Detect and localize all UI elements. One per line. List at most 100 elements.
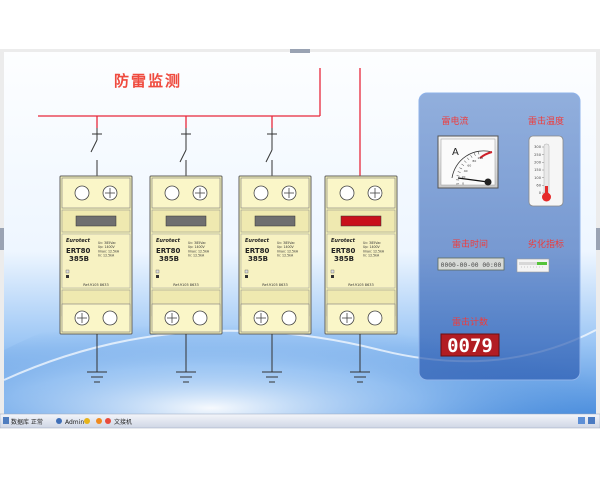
app-label[interactable]: 文接机 — [114, 418, 132, 426]
thermometer-tick-label: 0 — [539, 191, 542, 195]
db-status-icon — [3, 417, 9, 424]
time-display-box — [437, 257, 505, 271]
spec-line: Up: 1400V — [98, 245, 116, 249]
terminal-screw — [102, 310, 118, 326]
spec-line: Imax: 12.5kA — [363, 249, 385, 253]
disconnect-switch — [265, 128, 277, 176]
tray-icon-2[interactable] — [588, 417, 595, 424]
terminal-screw — [281, 185, 297, 201]
model-label: ERT80 — [245, 247, 270, 255]
terminal-screw — [102, 185, 118, 201]
ground-icon — [350, 334, 370, 383]
user-name[interactable]: Admin — [65, 419, 84, 426]
model-label: ERT80 — [331, 247, 356, 255]
degradation-fill — [537, 262, 547, 265]
model-label: ERT80 — [156, 247, 181, 255]
rating-label: 385B — [334, 255, 354, 263]
settings-icon[interactable] — [96, 418, 102, 424]
status-window — [75, 215, 117, 227]
terminal-screw — [367, 185, 383, 201]
thermometer-tick-label: 100 — [534, 176, 542, 180]
alarm-icon[interactable] — [105, 418, 111, 424]
ref-label: Ref.9105 8633 — [348, 283, 373, 287]
spec-line: Up: 1400V — [277, 245, 295, 249]
ground-icon — [262, 334, 282, 383]
gauge-tick-label: 20 — [462, 175, 466, 179]
terminal-screw — [74, 185, 90, 201]
user-icon[interactable] — [56, 418, 62, 424]
ref-label: Ref.9105 8633 — [262, 283, 287, 287]
brand-label: Eurotect — [245, 238, 270, 244]
gauge-unit: A — [452, 147, 459, 158]
terminal-screw — [192, 310, 208, 326]
spec-line: Imax: 12.5kA — [188, 249, 210, 253]
gauge-tick-label: 40 — [464, 169, 468, 173]
time-display: 0000-00-00 00:00 — [441, 262, 502, 269]
thermometer-tick-label: 250 — [534, 153, 542, 157]
terminal-screw — [253, 310, 269, 326]
model-label: ERT80 — [66, 247, 91, 255]
terminal-screw — [164, 185, 180, 201]
spec-line: In: 12.5kA — [277, 254, 294, 258]
strike-count-label: 雷击计数 — [452, 316, 488, 328]
taskbar: 数据库 正常 Admin 文接机 — [0, 413, 600, 429]
spec-line: In: 12.5kA — [188, 254, 205, 258]
ref-label: Ref.9105 8633 — [83, 283, 108, 287]
terminal-screw — [367, 310, 383, 326]
terminal-screw — [339, 185, 355, 201]
thermometer-fill — [545, 186, 548, 196]
tray-icon[interactable] — [578, 417, 585, 424]
spec-line: In: 12.5kA — [98, 254, 115, 258]
rating-label: 385B — [69, 255, 89, 263]
rating-label: 385B — [248, 255, 268, 263]
strike-counter-box — [440, 333, 500, 357]
page-title: 防雷监测 — [114, 72, 182, 90]
ground-icon — [176, 334, 196, 383]
thermometer-tick-label: 200 — [534, 161, 542, 165]
warning-icon[interactable] — [84, 418, 90, 424]
terminal-screw — [281, 310, 297, 326]
gauge-tick-label: 0 — [462, 182, 464, 186]
degradation-label: 劣化指标 — [528, 238, 564, 250]
spec-line: Up: 1400V — [363, 245, 381, 249]
gauge-tick-label: 60 — [467, 163, 471, 167]
spec-line: Uc: 385Vac — [363, 241, 381, 245]
gauge-tick-label: 80 — [472, 159, 476, 163]
terminal-screw — [339, 310, 355, 326]
db-status-text: 数据库 正常 — [11, 418, 43, 426]
top-grip[interactable] — [290, 49, 310, 53]
brand-label: Eurotect — [66, 238, 91, 244]
thermometer-tick-label: 60 — [536, 184, 541, 188]
spec-line: In: 12.5kA — [363, 254, 380, 258]
spec-line: Uc: 385Vac — [277, 241, 295, 245]
terminal-screw — [192, 185, 208, 201]
wiring — [38, 68, 361, 176]
terminal-screw — [253, 185, 269, 201]
brand-label: Eurotect — [156, 238, 181, 244]
time-label: 雷击时间 — [452, 238, 488, 250]
strike-counter: 0079 — [447, 335, 493, 357]
disconnect-switch — [179, 128, 191, 176]
terminal-screw — [74, 310, 90, 326]
right-grip[interactable] — [596, 228, 600, 250]
ground-icon — [87, 334, 107, 383]
gauge-tick-label: 100 — [477, 156, 483, 160]
ref-label: Ref.9105 8633 — [173, 283, 198, 287]
status-window — [165, 215, 207, 227]
gauge-needle — [457, 177, 489, 183]
status-window — [254, 215, 296, 227]
temperature-label: 雷击温度 — [528, 115, 564, 127]
disconnect-switch — [90, 128, 102, 176]
spec-line: Imax: 12.5kA — [98, 249, 120, 253]
status-window — [340, 215, 382, 227]
thermometer-tick-label: 300 — [534, 145, 542, 149]
left-grip[interactable] — [0, 228, 4, 250]
